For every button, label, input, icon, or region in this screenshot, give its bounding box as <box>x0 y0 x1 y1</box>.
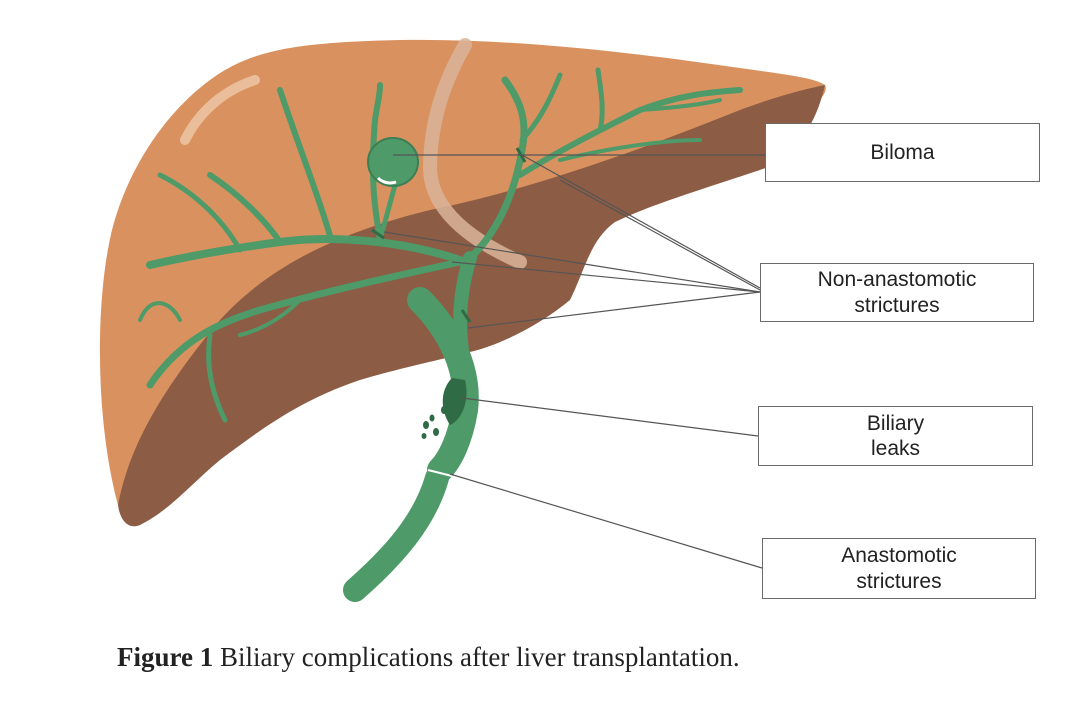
label-biloma-text: Biloma <box>870 140 935 164</box>
label-non-anastomotic-line1: Non-anastomotic <box>817 268 977 292</box>
figure-caption: Figure 1 Biliary complications after liv… <box>117 642 1017 673</box>
common-bile-duct <box>407 287 479 483</box>
label-anastomotic-line2: strictures <box>856 569 942 593</box>
liver-highlight <box>180 75 260 145</box>
label-biliary-leaks: Biliary leaks <box>758 406 1033 466</box>
label-non-anastomotic-strictures: Non-anastomotic strictures <box>760 263 1034 322</box>
figure-number: Figure 1 <box>117 642 214 672</box>
anastomosis-line <box>427 469 453 477</box>
recipient-duct <box>343 466 449 602</box>
label-biloma: Biloma <box>765 123 1040 182</box>
label-anastomotic-line1: Anastomotic <box>841 544 957 568</box>
leak-patch <box>442 378 467 425</box>
liver-underside <box>118 85 825 527</box>
leak-droplets <box>421 406 447 439</box>
label-biliary-leaks-line2: leaks <box>870 437 921 460</box>
label-biliary-leaks-line1: Biliary <box>866 411 925 435</box>
falciform-ligament <box>422 38 527 269</box>
biloma-highlight <box>376 176 397 185</box>
label-non-anastomotic-line2: strictures <box>854 293 940 317</box>
label-anastomotic-strictures: Anastomotic strictures <box>762 538 1036 599</box>
biloma-collection <box>367 137 419 187</box>
leader-lines <box>383 154 766 569</box>
figure-caption-text: Biliary complications after liver transp… <box>220 642 740 672</box>
